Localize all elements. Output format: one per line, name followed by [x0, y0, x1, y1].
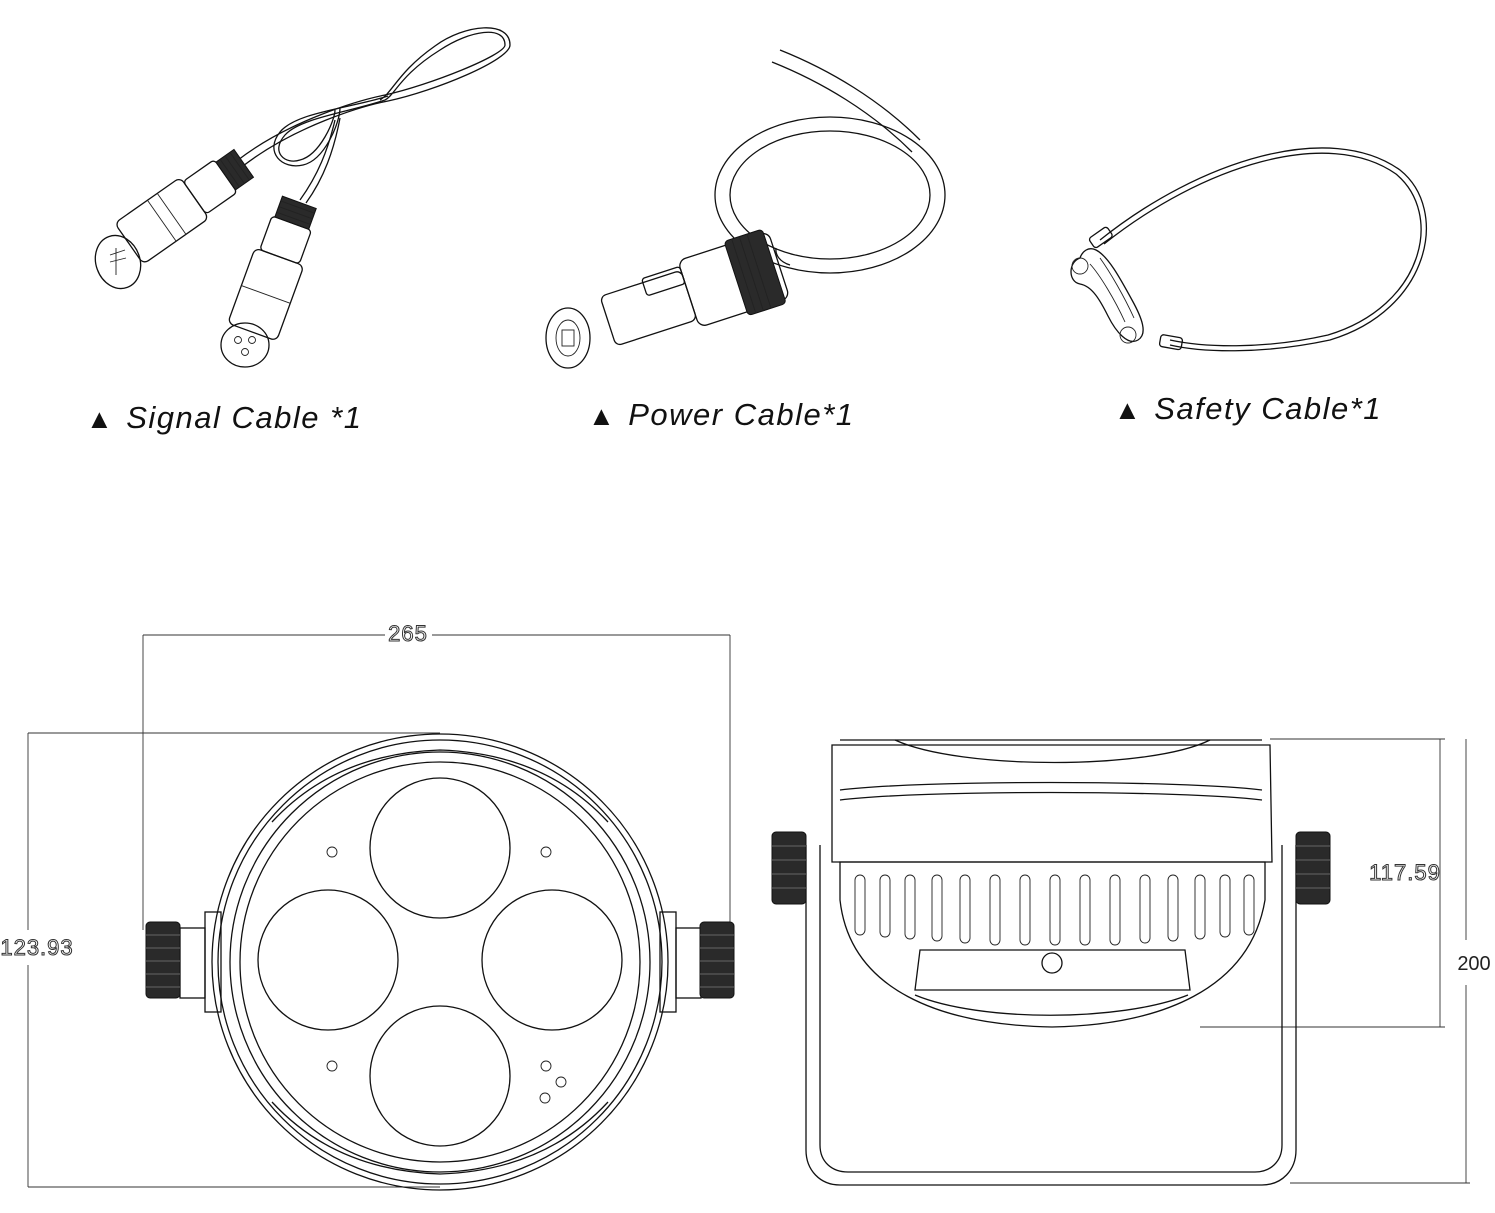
heatsink-fins	[854, 874, 1255, 946]
dimension-side-body-height: 117.59	[1369, 860, 1441, 885]
triangle-marker-icon: ▲	[86, 404, 115, 434]
power-cable-caption: ▲ Power Cable*1	[588, 397, 855, 433]
safety-cable-drawing	[1070, 147, 1427, 352]
dimension-front-height: 123.93	[0, 935, 73, 960]
dimension-front-width: 265	[388, 621, 428, 646]
power-cable-label: Power Cable*1	[628, 397, 855, 432]
dimension-side-total-height: 200	[1457, 953, 1490, 975]
safety-cable-caption: ▲ Safety Cable*1	[1114, 391, 1382, 427]
signal-cable-label: Signal Cable *1	[126, 400, 363, 435]
side-view-drawing	[771, 738, 1470, 1186]
power-cable-drawing	[545, 49, 946, 369]
front-view-drawing	[27, 634, 735, 1191]
safety-cable-label: Safety Cable*1	[1154, 391, 1383, 426]
signal-cable-caption: ▲ Signal Cable *1	[86, 400, 362, 436]
triangle-marker-icon: ▲	[1114, 395, 1143, 425]
signal-cable-drawing	[94, 27, 511, 368]
triangle-marker-icon: ▲	[588, 401, 617, 431]
